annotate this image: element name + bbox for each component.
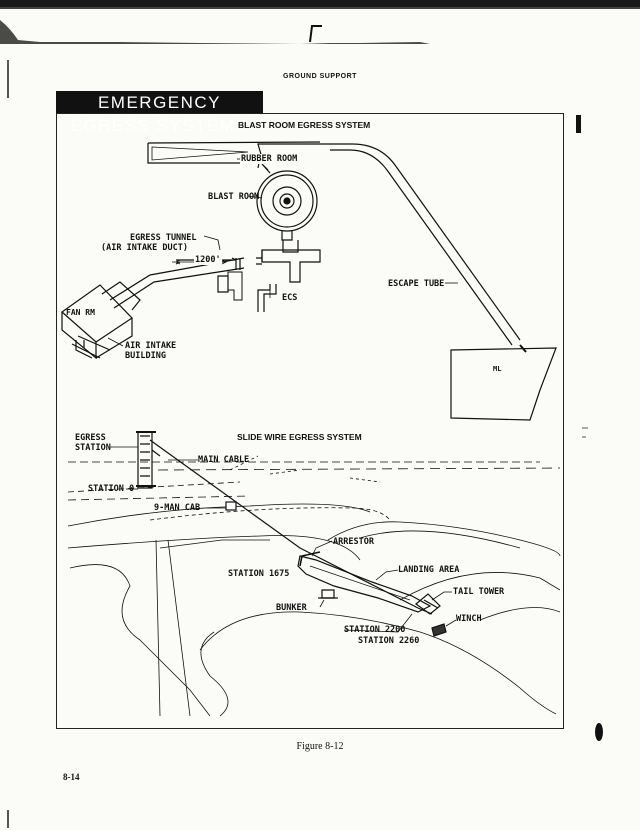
label-landing-area: LANDING AREA [398,565,460,575]
page-number: 8-14 [63,772,80,782]
label-distance: 1200' [194,255,222,265]
label-bunker: BUNKER [276,603,307,613]
running-header: GROUND SUPPORT [283,73,357,80]
label-arrestor: ARRESTOR [333,537,374,547]
blast-section-title: BLAST ROOM EGRESS SYSTEM [238,120,371,130]
label-egress-tunnel: EGRESS TUNNEL [130,233,197,243]
label-fan-room: FAN RM [66,308,95,317]
label-main-cable: MAIN CABLE [198,455,250,465]
label-escape-tube: ESCAPE TUBE [388,279,445,289]
label-air-intake-duct: (AIR INTAKE DUCT) [101,243,188,253]
scan-edge-artifact [0,0,640,44]
figure-caption: Figure 8-12 [296,741,344,752]
label-ml: ML [493,365,502,373]
label-blast-room: BLAST ROOM [208,192,260,202]
label-nine-man-cab: 9-MAN CAB [154,503,201,513]
label-station-1675: STATION 1675 [228,569,290,579]
label-building: BUILDING [125,351,166,361]
figure-panel [56,113,564,729]
slide-section-title: SLIDE WIRE EGRESS SYSTEM [237,432,362,442]
label-station-2200: STATION 2200 [344,625,406,635]
label-rubber-room: RUBBER ROOM [240,154,299,164]
label-winch: WINCH [456,614,482,624]
section-banner: EMERGENCY EGRESS SYSTEMS [56,91,263,135]
label-ecs: ECS [282,293,298,303]
label-air-intake: AIR INTAKE [125,341,177,351]
label-tail-tower: TAIL TOWER [453,587,505,597]
label-egress-station-2: STATION [75,443,111,453]
label-station-0: STATION 0 [88,484,135,494]
label-egress-station-1: EGRESS [75,433,106,443]
label-station-2260: STATION 2260 [358,636,420,646]
